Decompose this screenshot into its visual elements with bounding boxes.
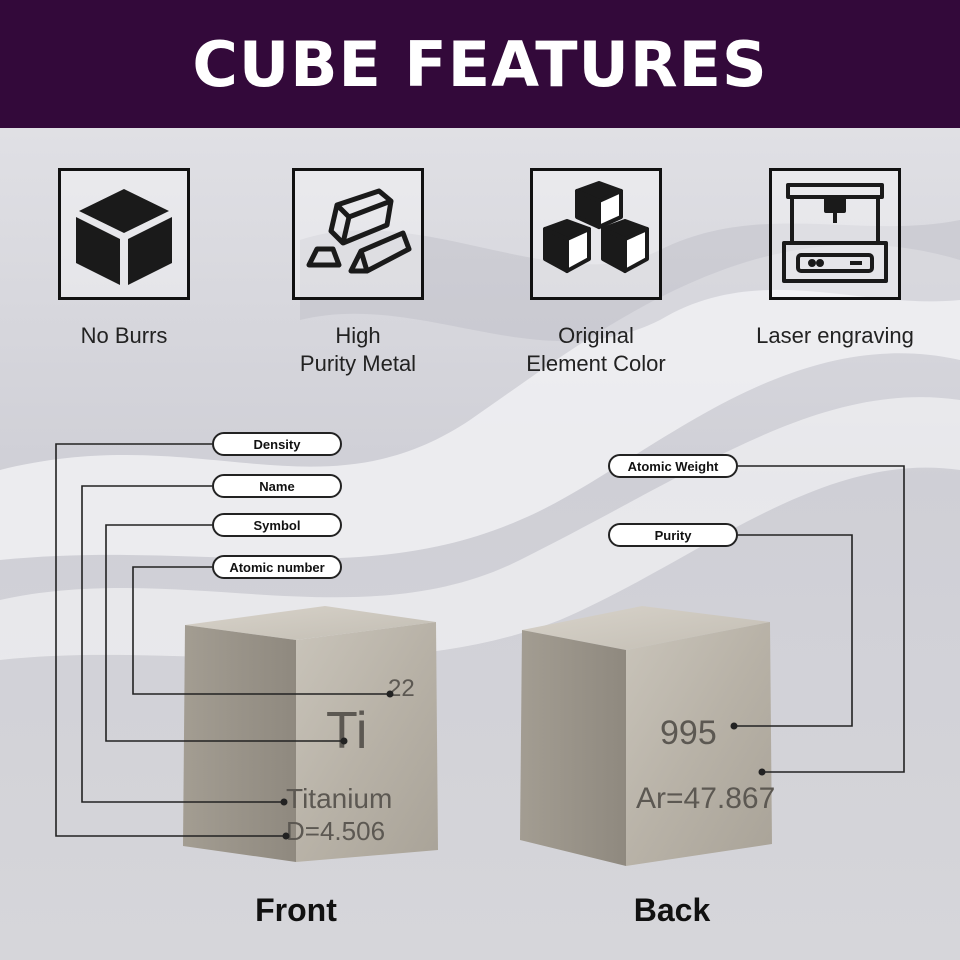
purity-text: 995 xyxy=(660,714,717,752)
callout-purity: Purity xyxy=(608,523,738,547)
back-cube xyxy=(520,606,772,866)
callout-symbol: Symbol xyxy=(212,513,342,537)
name-text: Titanium xyxy=(286,783,392,814)
callout-atomic-number: Atomic number xyxy=(212,555,342,579)
back-label: Back xyxy=(633,892,711,928)
feature-no-burrs: No Burrs xyxy=(24,168,224,350)
symbol-text: Ti xyxy=(326,702,367,760)
metal-bars-icon xyxy=(292,168,424,300)
callout-name: Name xyxy=(212,474,342,498)
stacked-cubes-icon xyxy=(530,168,662,300)
feature-original-element-color: Original Element Color xyxy=(496,168,696,378)
laser-engraver-icon xyxy=(769,168,901,300)
page-title: CUBE FEATURES xyxy=(192,27,768,101)
header-banner: CUBE FEATURES xyxy=(0,0,960,128)
feature-laser-engraving: Laser engraving xyxy=(735,168,935,350)
atomic-weight-text: Ar=47.867 xyxy=(636,782,775,815)
density-text: D=4.506 xyxy=(286,816,385,846)
feature-label: Original Element Color xyxy=(526,323,666,376)
feature-high-purity-metal: High Purity Metal xyxy=(258,168,458,378)
feature-label: High Purity Metal xyxy=(299,323,417,376)
callout-atomic-weight: Atomic Weight xyxy=(608,454,738,478)
atomic-number-text: 22 xyxy=(388,675,415,702)
callout-density: Density xyxy=(212,432,342,456)
feature-label: No Burrs xyxy=(80,323,168,348)
front-label: Front xyxy=(255,892,337,928)
cube-icon xyxy=(58,168,190,300)
feature-label: Laser engraving xyxy=(756,323,914,348)
